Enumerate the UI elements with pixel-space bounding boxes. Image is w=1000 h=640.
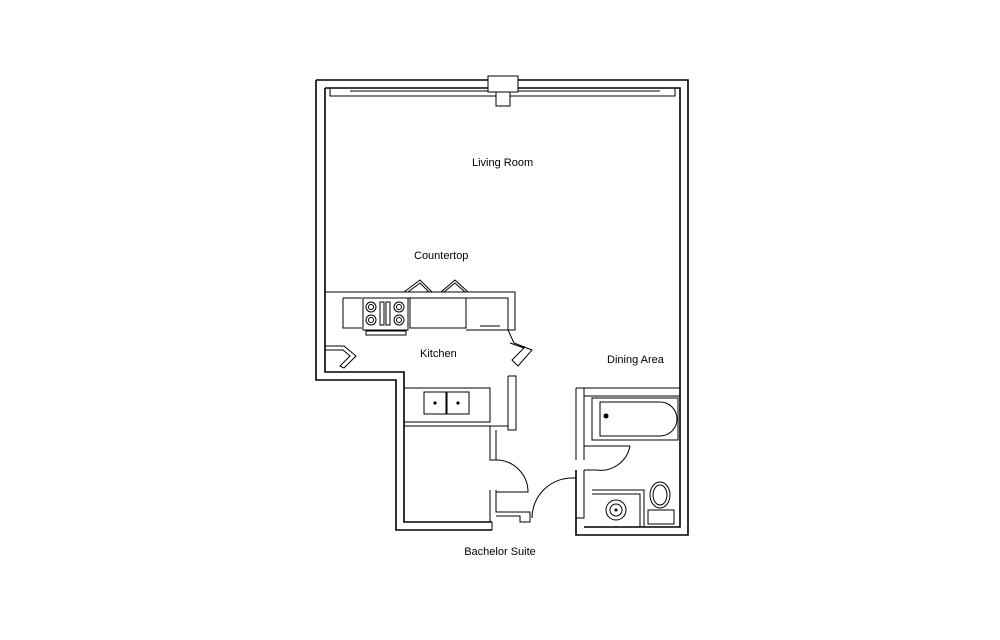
vanity-sink-icon xyxy=(592,489,645,527)
door-icon xyxy=(495,445,631,519)
plan-caption: Bachelor Suite xyxy=(464,546,536,558)
stove-icon xyxy=(362,297,409,336)
kitchen-label: Kitchen xyxy=(420,348,457,360)
sink-icon xyxy=(404,387,491,427)
living-room-label: Living Room xyxy=(472,157,533,169)
cabinet-door-icon xyxy=(325,279,533,369)
toilet-icon xyxy=(647,481,675,525)
window xyxy=(329,75,676,107)
countertop-cabinets xyxy=(325,291,516,331)
countertop-label: Countertop xyxy=(414,250,468,262)
dining-area-label: Dining Area xyxy=(607,354,665,366)
interior-walls xyxy=(404,375,680,523)
bathtub-icon xyxy=(591,397,679,441)
